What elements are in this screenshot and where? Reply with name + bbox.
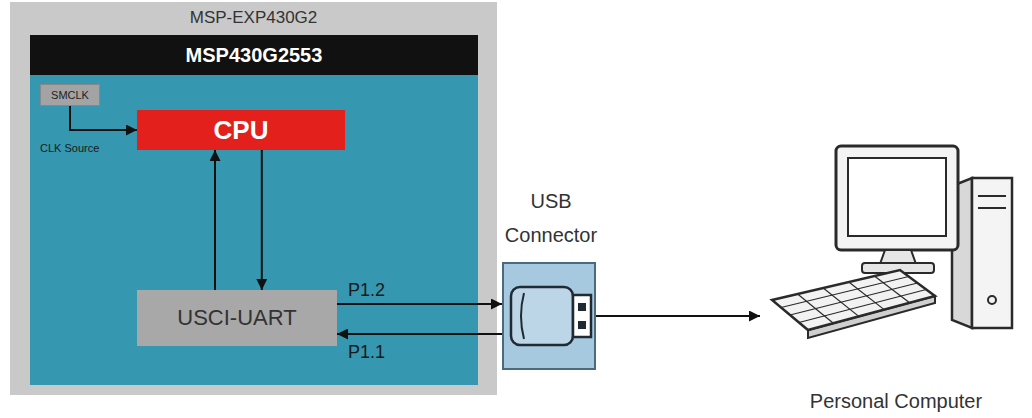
board-box: MSP-EXP430G2MSP430G2553SMCLK CPU USCI-UART: [10, 2, 497, 395]
monitor-base: [862, 263, 934, 273]
uart-box: USCI-UART: [137, 290, 337, 346]
signal-label: P1.1: [348, 342, 385, 363]
monitor-screen: [848, 158, 946, 236]
clock-box: SMCLK: [40, 84, 100, 106]
keyboard-keys: [781, 276, 926, 323]
plug-tip: [573, 295, 591, 337]
drive-slot: [978, 195, 1006, 197]
computer-box: Personal Computer: [760, 140, 1032, 415]
signal-arrow: [337, 303, 502, 305]
key-row: [799, 290, 926, 323]
clock-name: SMCLK: [41, 85, 99, 105]
usb-connector-box: USB Connector: [502, 262, 596, 370]
key-column: [849, 282, 884, 310]
signal-arrow: [337, 333, 502, 335]
uart-name: USCI-UART: [137, 290, 337, 346]
tower-front: [972, 178, 1012, 328]
signal-label: CLK Source: [40, 142, 99, 154]
key-column: [874, 276, 909, 303]
plug-grip: [521, 293, 524, 339]
signal-arrow: [70, 106, 137, 130]
keyboard-edge: [808, 296, 935, 338]
board-title: MSP-EXP430G2: [10, 8, 497, 28]
computer-label: Personal Computer: [760, 390, 1032, 413]
cpu-name: CPU: [137, 110, 345, 150]
chip-header: MSP430G2553: [30, 35, 478, 75]
usb-heading: USB Connector: [492, 184, 610, 252]
tower-side: [952, 178, 972, 328]
key-row: [781, 277, 909, 308]
signal-arrow: [214, 150, 216, 290]
key-row: [790, 283, 918, 315]
keyboard-top: [772, 270, 935, 330]
signal-label: P1.2: [348, 280, 385, 301]
power-button: [988, 296, 996, 304]
signal-arrow: [261, 150, 263, 290]
plug-contact: [578, 303, 586, 311]
monitor-frame: [836, 146, 958, 250]
cpu-box: CPU: [137, 110, 345, 150]
plug-body: [511, 287, 573, 345]
signal-arrow: [596, 315, 760, 317]
computer-illustration: [772, 146, 1012, 338]
drive-slot: [978, 207, 1006, 209]
monitor-neck: [880, 250, 916, 264]
key-column: [823, 288, 859, 316]
plug-contact: [578, 321, 586, 329]
chip-box: MSP430G2553SMCLK CPU USCI-UART: [30, 35, 478, 385]
key-column: [798, 294, 834, 323]
usb-plug: [511, 287, 591, 345]
